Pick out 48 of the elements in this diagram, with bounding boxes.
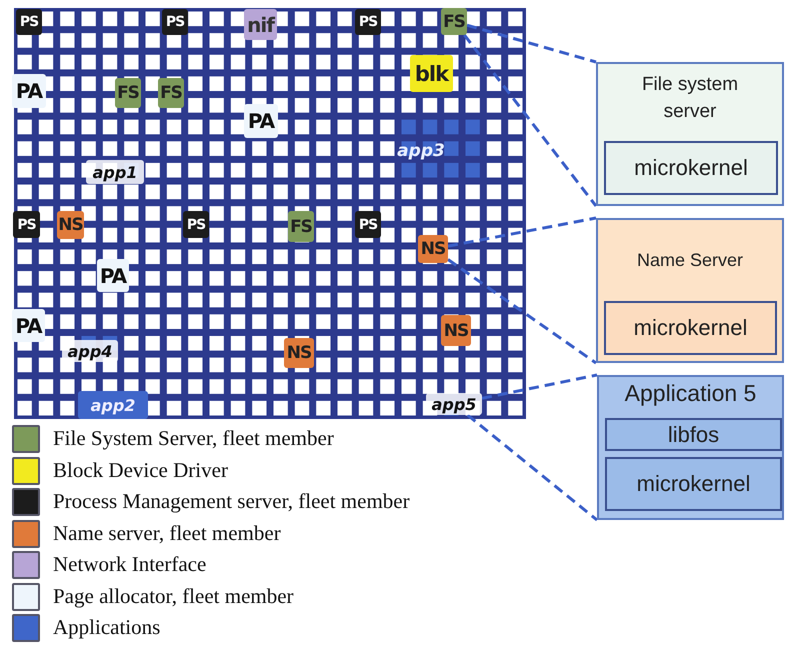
core-tile: blk <box>410 55 453 92</box>
core-tile: PS <box>183 211 209 238</box>
server-panel <box>596 62 784 206</box>
dashed-leader-line <box>482 374 598 400</box>
application-label: app1 <box>86 160 144 184</box>
core-tile: PS <box>355 9 381 35</box>
core-tile: FS <box>288 211 314 242</box>
core-tile: NS <box>284 338 314 368</box>
dashed-leader-line <box>463 34 598 207</box>
dashed-leader-line <box>466 24 596 64</box>
core-tile: nif <box>244 9 277 40</box>
component-box: microkernel <box>604 301 777 355</box>
server-panel <box>597 375 784 520</box>
core-tile: NS <box>57 211 84 239</box>
legend-text: Page allocator, fleet member <box>53 584 294 608</box>
core-tile: FS <box>158 78 184 108</box>
core-tile: PA <box>12 74 46 108</box>
panel-heading: File system server <box>640 73 740 124</box>
core-tile: PA <box>244 104 278 138</box>
core-tile: PA <box>12 309 45 342</box>
component-box: microkernel <box>604 141 778 195</box>
legend-text: Process Management server, fleet member <box>53 489 410 514</box>
dashed-leader-line <box>466 414 598 522</box>
core-tile: PA <box>97 259 129 292</box>
legend-text: Block Device Driver <box>53 458 228 482</box>
legend-text: Name server, fleet member <box>53 520 281 546</box>
core-tile: FS <box>441 8 467 35</box>
dashed-leader-line <box>447 258 597 364</box>
application-label: app4 <box>62 340 118 362</box>
core-tile: NS <box>418 235 448 263</box>
core-tile: PS <box>13 211 40 238</box>
dashed-leader-line <box>448 216 596 248</box>
panel-heading: Name Server <box>636 250 744 272</box>
legend-text: Applications <box>53 615 160 640</box>
application-label: app5 <box>426 393 482 415</box>
core-tile: PS <box>162 9 188 35</box>
legend-text: File System Server, fleet member <box>53 426 334 451</box>
application-label: app3 <box>378 113 464 189</box>
panel-heading: Application 5 <box>624 380 758 408</box>
core-tile: FS <box>115 78 141 108</box>
component-box: microkernel <box>605 457 782 511</box>
component-box: libfos <box>605 418 782 451</box>
core-tile: PS <box>355 211 381 238</box>
core-tile: PS <box>16 9 42 35</box>
core-tile: NS <box>441 315 471 346</box>
legend-text: Network Interface <box>53 552 206 577</box>
server-panel <box>596 218 784 363</box>
application-label: app2 <box>78 391 148 419</box>
